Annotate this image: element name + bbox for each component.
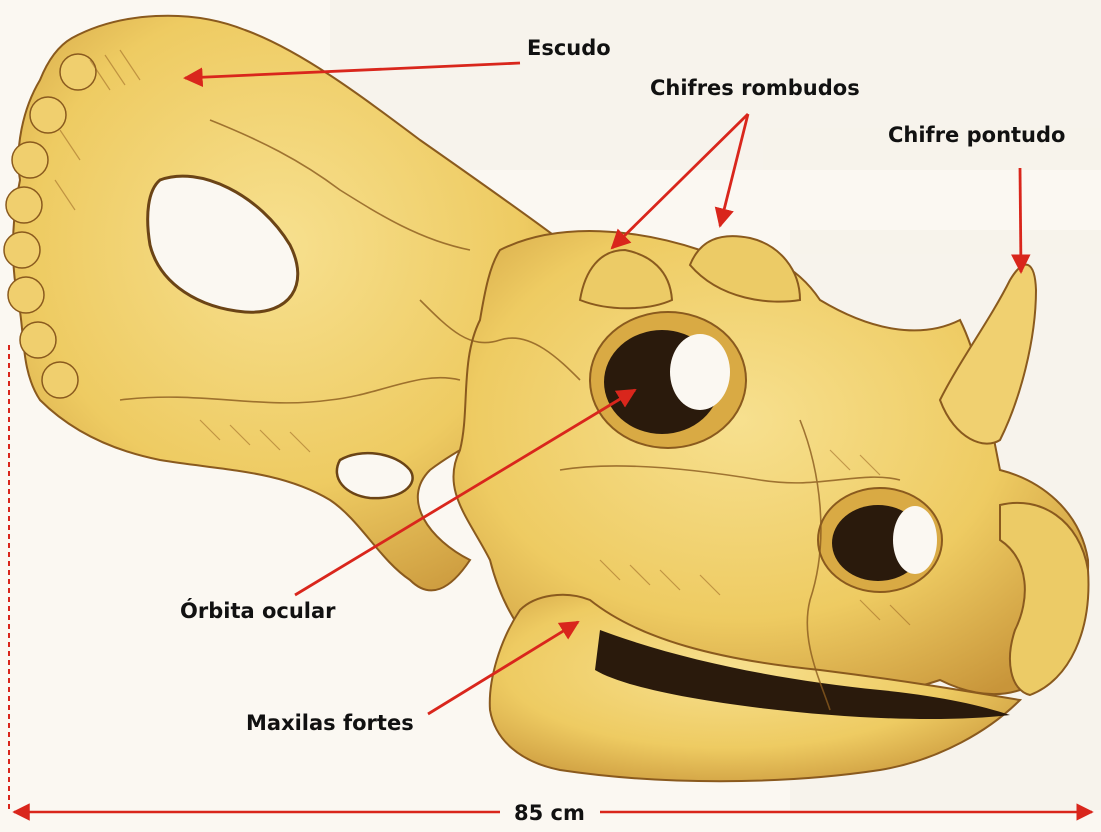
label-maxilas-fortes: Maxilas fortes xyxy=(246,711,414,735)
arrow-chifre-pontudo xyxy=(1020,168,1021,272)
scale-length-label: 85 cm xyxy=(514,801,585,825)
eye-orbit xyxy=(590,312,746,448)
nostril-opening xyxy=(818,488,942,592)
label-escudo: Escudo xyxy=(527,36,611,60)
label-chifres-rombudos: Chifres rombudos xyxy=(650,76,860,100)
label-orbita-ocular: Órbita ocular xyxy=(180,598,336,623)
label-chifre-pontudo: Chifre pontudo xyxy=(888,123,1065,147)
